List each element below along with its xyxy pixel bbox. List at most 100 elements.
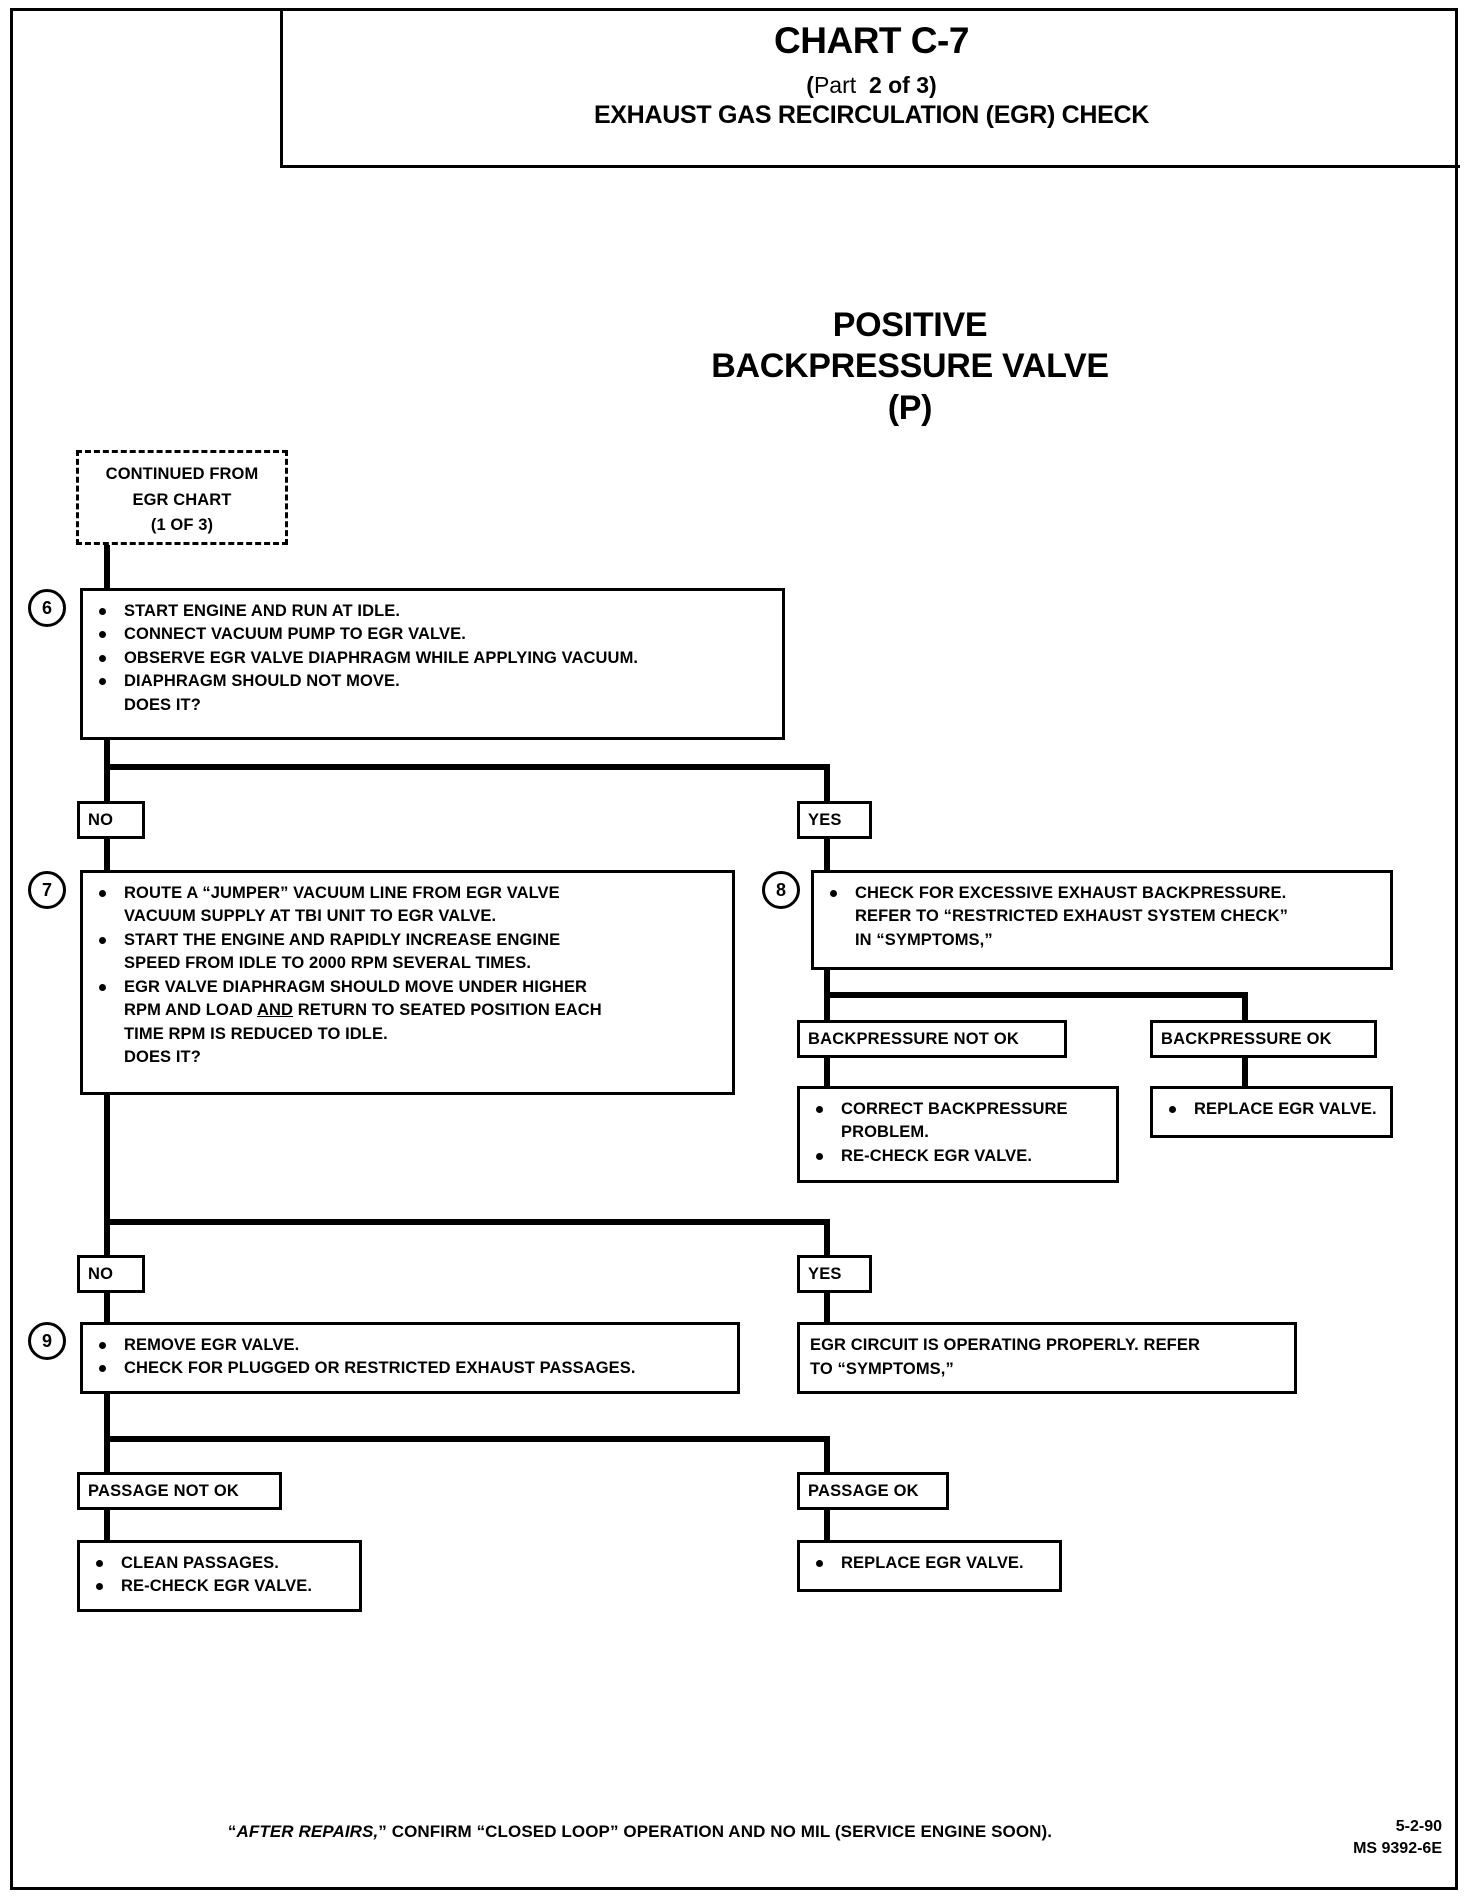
part-word: Part	[813, 71, 857, 98]
step-6-bullet-list: START ENGINE AND RUN AT IDLE. CONNECT VA…	[93, 600, 774, 717]
connector-no1-to-step7	[104, 839, 110, 871]
footer-after-repairs: AFTER REPAIRS,	[236, 1822, 379, 1841]
list-item: RE-CHECK EGR VALVE.	[810, 1145, 1108, 1168]
step-8-b1-line2: REFER TO “RESTRICTED EXHAUST SYSTEM CHEC…	[855, 907, 1288, 926]
list-item: CONNECT VACUUM PUMP TO EGR VALVE.	[93, 623, 774, 646]
outcome-replace-egr-valve-box-2: REPLACE EGR VALVE.	[797, 1540, 1062, 1592]
footer-quote-open: “	[227, 1822, 237, 1841]
list-item: DIAPHRAGM SHOULD NOT MOVE.	[93, 670, 774, 693]
step-7-b1-line1: ROUTE A “JUMPER” VACUUM LINE FROM EGR VA…	[124, 884, 560, 902]
step-7-b1-line2: VACUUM SUPPLY AT TBI UNIT TO EGR VALVE.	[124, 907, 497, 926]
list-item: REPLACE EGR VALVE.	[1163, 1098, 1382, 1121]
step-8-box: CHECK FOR EXCESSIVE EXHAUST BACKPRESSURE…	[811, 870, 1393, 970]
list-item: CLEAN PASSAGES.	[90, 1552, 351, 1575]
step-7-b3-line2: RPM AND LOAD AND RETURN TO SEATED POSITI…	[124, 999, 724, 1022]
connector-step9-down	[104, 1394, 110, 1442]
continued-line-3: (1 OF 3)	[150, 516, 214, 535]
step-7-b2-line1: START THE ENGINE AND RAPIDLY INCREASE EN…	[124, 930, 561, 949]
valve-heading-line-3: (P)	[887, 388, 933, 427]
step-7-b3-post: RETURN TO SEATED POSITION EACH	[293, 1001, 602, 1020]
outcome-clean-passages-box: CLEAN PASSAGES. RE-CHECK EGR VALVE.	[77, 1540, 362, 1612]
outcome-egr-circuit-ok-box: EGR CIRCUIT IS OPERATING PROPERLY. REFER…	[797, 1322, 1297, 1394]
step-6-box: START ENGINE AND RUN AT IDLE. CONNECT VA…	[80, 588, 785, 740]
connector-continued-to-step6	[104, 545, 110, 590]
step-7-b3-pre: RPM AND LOAD	[124, 1001, 257, 1020]
step-7-question: DOES IT?	[124, 1047, 201, 1066]
outcome-replace-list-1: REPLACE EGR VALVE.	[1163, 1098, 1382, 1121]
step-number-8: 8	[762, 871, 800, 909]
outcome-clean-passages-list: CLEAN PASSAGES. RE-CHECK EGR VALVE.	[90, 1552, 351, 1599]
connector-step7-no	[104, 1219, 110, 1257]
connector-step8-right	[1242, 992, 1248, 1022]
list-item: CORRECT BACKPRESSURE PROBLEM.	[810, 1098, 1108, 1145]
list-item: ROUTE A “JUMPER” VACUUM LINE FROM EGR VA…	[93, 882, 724, 929]
step-8-b1-line1: CHECK FOR EXCESSIVE EXHAUST BACKPRESSURE…	[855, 884, 1287, 902]
footer-note: “AFTER REPAIRS,” CONFIRM “CLOSED LOOP” O…	[120, 1822, 1160, 1842]
continued-line-1: CONTINUED FROM	[105, 465, 259, 483]
list-item: EGR VALVE DIAPHRAGM SHOULD MOVE UNDER HI…	[93, 976, 724, 1046]
list-item: REPLACE EGR VALVE.	[810, 1552, 1051, 1575]
footer-doc-number: MS 9392-6E	[1353, 1839, 1442, 1857]
branch-label-backpressure-not-ok: BACKPRESSURE NOT OK	[797, 1020, 1067, 1058]
connector-step7-bus	[104, 1219, 830, 1225]
branch-label-passage-ok: PASSAGE OK	[797, 1472, 949, 1510]
step-7-b3-line3: TIME RPM IS REDUCED TO IDLE.	[124, 1024, 388, 1043]
connector-step6-down	[104, 740, 110, 770]
page-border	[10, 8, 1458, 1890]
connector-bp-not-ok-down	[824, 1058, 830, 1088]
connector-step8-left	[824, 992, 830, 1022]
connector-step9-bus	[104, 1436, 830, 1442]
connector-no2-to-step9	[104, 1293, 110, 1324]
connector-step8-bus	[824, 992, 1248, 998]
chart-subtitle: EXHAUST GAS RECIRCULATION (EGR) CHECK	[593, 101, 1150, 130]
page-title: CHART C-7	[774, 20, 969, 61]
list-item: START ENGINE AND RUN AT IDLE.	[93, 600, 774, 623]
outcome-cb-line1: CORRECT BACKPRESSURE	[841, 1100, 1068, 1118]
step-7-b2-line2: SPEED FROM IDLE TO 2000 RPM SEVERAL TIME…	[124, 954, 532, 973]
list-item: REMOVE EGR VALVE.	[93, 1334, 729, 1357]
outcome-replace-list-2: REPLACE EGR VALVE.	[810, 1552, 1051, 1575]
connector-passage-ok-down	[824, 1510, 830, 1542]
continued-from-text: CONTINUED FROM EGR CHART (1 OF 3)	[79, 453, 285, 539]
step-9-box: REMOVE EGR VALVE. CHECK FOR PLUGGED OR R…	[80, 1322, 740, 1394]
step-9-bullet-list: REMOVE EGR VALVE. CHECK FOR PLUGGED OR R…	[93, 1334, 729, 1381]
valve-heading-line-2: BACKPRESSURE VALVE	[711, 347, 1109, 386]
step-8-bullet-list: CHECK FOR EXCESSIVE EXHAUST BACKPRESSURE…	[824, 882, 1382, 952]
continued-line-2: EGR CHART	[132, 490, 232, 509]
continued-from-box: CONTINUED FROM EGR CHART (1 OF 3)	[76, 450, 288, 545]
connector-yes1-to-step8	[824, 839, 830, 871]
list-item: CHECK FOR EXCESSIVE EXHAUST BACKPRESSURE…	[824, 882, 1382, 952]
connector-step6-no	[104, 764, 110, 804]
branch-label-yes-2: YES	[797, 1255, 872, 1293]
step-7-b3-emphasis: AND	[257, 1001, 294, 1020]
part-value: 2 of 3	[868, 71, 930, 98]
branch-label-no-1: NO	[77, 801, 145, 839]
step-number-6: 6	[28, 589, 66, 627]
header-title-block: CHART C-7 (Part 2 of 3) EXHAUST GAS RECI…	[280, 8, 1460, 168]
footer-document-info: 5-2-90 MS 9392-6E	[1353, 1816, 1442, 1859]
step-number-9: 9	[28, 1322, 66, 1360]
footer-note-rest: ” CONFIRM “CLOSED LOOP” OPERATION AND NO…	[378, 1822, 1053, 1841]
chart-part-label: (Part 2 of 3)	[806, 71, 937, 98]
branch-label-yes-1: YES	[797, 801, 872, 839]
step-7-bullet-list: ROUTE A “JUMPER” VACUUM LINE FROM EGR VA…	[93, 882, 724, 1069]
valve-type-heading: POSITIVE BACKPRESSURE VALVE (P)	[640, 305, 1180, 429]
connector-step9-left	[104, 1436, 110, 1474]
step-8-b1-line3: IN “SYMPTOMS,”	[855, 930, 993, 949]
connector-step8-down	[824, 970, 830, 998]
outcome-correct-backpressure-box: CORRECT BACKPRESSURE PROBLEM. RE-CHECK E…	[797, 1086, 1119, 1183]
connector-step9-right	[824, 1436, 830, 1474]
step-number-7: 7	[28, 871, 66, 909]
step-7-b3-line1: EGR VALVE DIAPHRAGM SHOULD MOVE UNDER HI…	[124, 977, 588, 996]
branch-label-no-2: NO	[77, 1255, 145, 1293]
outcome-cb-line2: PROBLEM.	[841, 1123, 929, 1142]
list-item: CHECK FOR PLUGGED OR RESTRICTED EXHAUST …	[93, 1357, 729, 1380]
footer-date: 5-2-90	[1395, 1818, 1442, 1835]
connector-passage-not-ok-down	[104, 1510, 110, 1542]
connector-step6-bus	[104, 764, 830, 770]
list-item: RE-CHECK EGR VALVE.	[90, 1575, 351, 1598]
list-item: OBSERVE EGR VALVE DIAPHRAGM WHILE APPLYI…	[93, 647, 774, 670]
list-item: START THE ENGINE AND RAPIDLY INCREASE EN…	[93, 929, 724, 976]
branch-label-backpressure-ok: BACKPRESSURE OK	[1150, 1020, 1377, 1058]
